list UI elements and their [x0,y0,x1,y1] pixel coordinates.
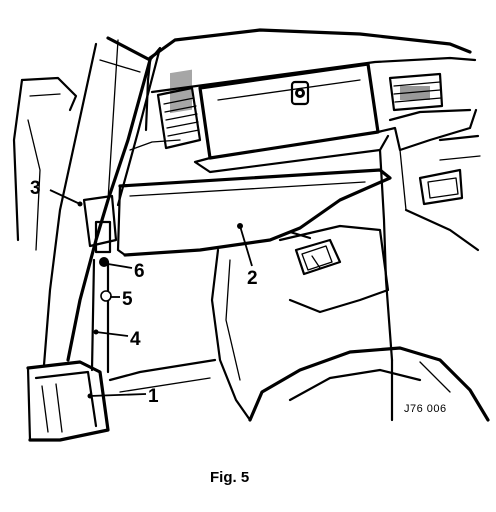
centre-console [376,108,481,362]
lower-fascia-panel [116,168,392,257]
fixing-point-6 [99,257,109,267]
callout-1: 1 [148,386,159,407]
glovebox [193,62,390,174]
leader-4 [95,331,129,337]
figure-caption: Fig. 5 [210,469,249,486]
door-window [12,76,78,251]
seat [248,346,490,422]
reference-code: J76 006 [404,403,447,415]
callout-5: 5 [122,289,133,310]
callout-3: 3 [30,178,41,199]
callout-2: 2 [247,268,258,289]
callout-4: 4 [130,329,141,350]
leader-3 [49,189,81,205]
leader-1 [89,393,147,397]
leader-6 [107,263,133,269]
footwell [108,248,252,422]
dashboard-top [129,28,477,151]
side-switch-panel [278,224,390,314]
leader-2 [239,225,253,267]
door-sill [26,360,110,442]
a-pillar [42,36,162,367]
pillar-trim [82,194,118,374]
glovebox-catch [290,80,310,106]
air-vent-left [156,69,202,150]
callout-6: 6 [134,261,145,282]
air-vent-right [388,72,444,112]
fixing-point-5 [100,290,112,302]
